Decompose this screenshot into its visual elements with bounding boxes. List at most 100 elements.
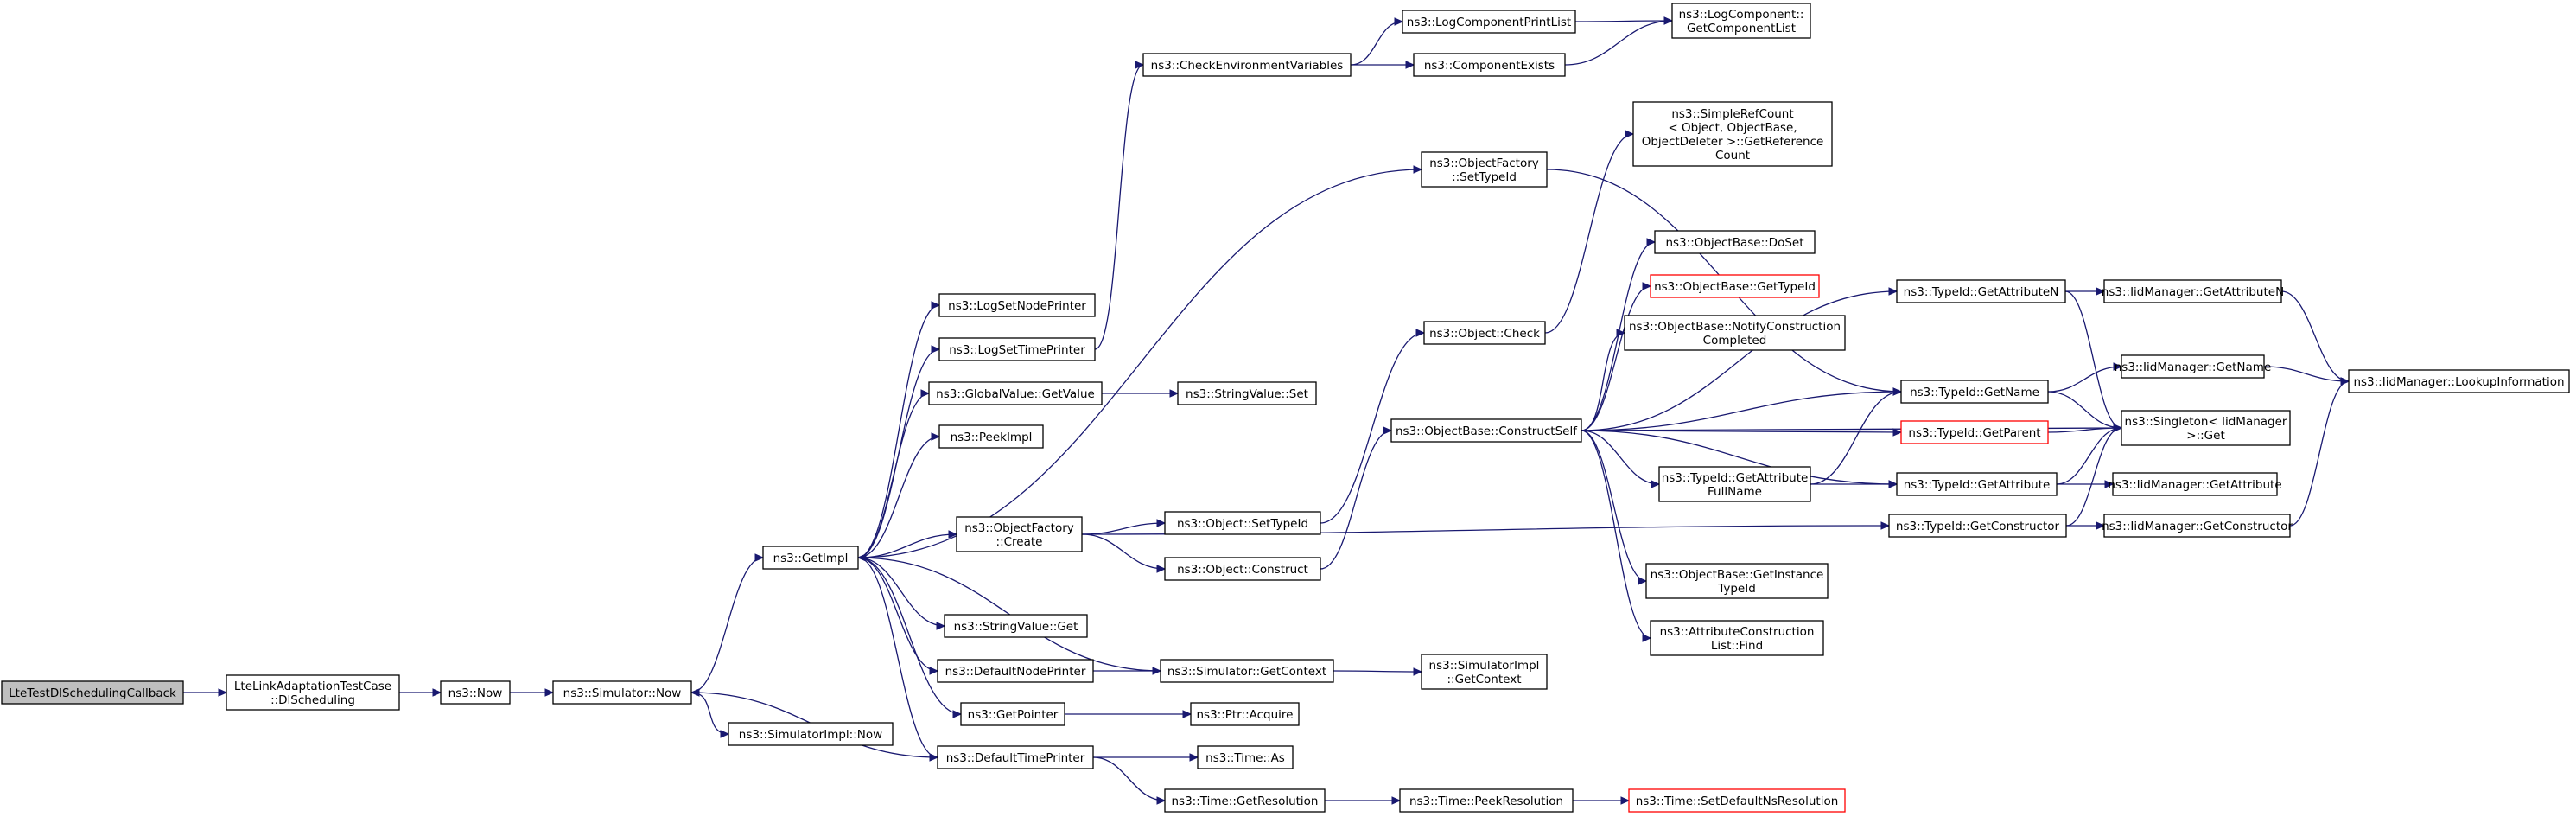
arrowhead-n_obconstructself-to-n_obgettid <box>1642 282 1652 290</box>
node-timegetres[interactable]: ns3::Time::GetResolution <box>1164 788 1326 813</box>
node-timeas[interactable]: ns3::Time::As <box>1197 745 1294 769</box>
node-objcheck[interactable]: ns3::Object::Check <box>1423 321 1546 345</box>
node-objsettid[interactable]: ns3::Object::SetTypeId <box>1164 511 1321 535</box>
node-obnotify[interactable]: ns3::ObjectBase::NotifyConstructionCompl… <box>1624 315 1846 351</box>
node-box <box>944 614 1088 638</box>
arrowhead-n_tidgetctor-to-n_singleton <box>2113 424 2123 432</box>
node-timepeekres[interactable]: ns3::Time::PeekResolution <box>1399 788 1574 813</box>
arrowhead-n_iidgetctor-to-n_iidlookup <box>2340 377 2350 386</box>
node-lcgetlist[interactable]: ns3::LogComponent::GetComponentList <box>1671 3 1811 39</box>
edge-n_obconstructself-to-n_tidgetattr <box>1581 430 1898 485</box>
node-box <box>1624 315 1846 351</box>
node-box <box>1421 654 1548 690</box>
node-box <box>2103 279 2282 303</box>
node-box <box>1399 788 1574 813</box>
node-label: ns3::LogSetNodePrinter <box>948 299 1086 313</box>
node-svget[interactable]: ns3::StringValue::Get <box>944 614 1088 638</box>
node-defnode[interactable]: ns3::DefaultNodePrinter <box>937 659 1094 683</box>
node-tidgetctor[interactable]: ns3::TypeId::GetConstructor <box>1888 514 2067 538</box>
edge-n_obconstructself-to-n_obgetinst <box>1581 430 1647 582</box>
node-obgettid[interactable]: ns3::ObjectBase::GetTypeId <box>1650 274 1820 298</box>
edge-n_logtime-to-n_checkenv <box>1094 64 1144 350</box>
edge-n_checkenv-to-n_lcprint <box>1350 21 1403 66</box>
node-label: ns3::IidManager::GetAttributeN <box>2102 285 2284 299</box>
node-ofcreate[interactable]: ns3::ObjectFactory::Create <box>956 516 1083 552</box>
node-box <box>1164 557 1321 581</box>
node-timesetdef[interactable]: ns3::Time::SetDefaultNsResolution <box>1628 788 1846 813</box>
node-iidgetname[interactable]: ns3::IidManager::GetName <box>2115 354 2272 379</box>
node-box <box>1896 279 2066 303</box>
node-tidgetname[interactable]: ns3::TypeId::GetName <box>1900 380 2049 404</box>
node-deftime[interactable]: ns3::DefaultTimePrinter <box>937 745 1094 769</box>
node-getptr[interactable]: ns3::GetPointer <box>960 702 1065 726</box>
node-ltedl[interactable]: LteLinkAdaptationTestCase::DlScheduling <box>226 674 400 711</box>
node-label: ns3::ObjectBase::GetInstance <box>1651 568 1824 582</box>
node-box <box>937 745 1094 769</box>
node-iidgetattr[interactable]: ns3::IidManager::GetAttribute <box>2108 472 2282 496</box>
node-now[interactable]: ns3::Now <box>440 680 511 705</box>
node-objconstruct[interactable]: ns3::Object::Construct <box>1164 557 1321 581</box>
edge-n_obconstructself-to-n_obgettid <box>1581 285 1651 431</box>
node-checkenv[interactable]: ns3::CheckEnvironmentVariables <box>1142 53 1352 77</box>
node-label: ns3::TypeId::GetAttribute <box>1904 478 2051 492</box>
node-tidgetattrn[interactable]: ns3::TypeId::GetAttributeN <box>1896 279 2066 303</box>
arrowhead-n_timegetres-to-n_timepeekres <box>1391 796 1402 805</box>
node-label: ns3::Simulator::GetContext <box>1167 665 1326 679</box>
node-obconstructself[interactable]: ns3::ObjectBase::ConstructSelf <box>1390 418 1582 443</box>
node-root[interactable]: LteTestDlSchedulingCallback <box>1 680 184 705</box>
arrowhead-n_getptr-to-n_ptracq <box>1182 710 1193 718</box>
node-gvget[interactable]: ns3::GlobalValue::GetValue <box>928 381 1103 405</box>
edge-n_tidgetattrfull-to-n_tidgetname <box>1810 391 1902 485</box>
node-ofsettid[interactable]: ns3::ObjectFactory::SetTypeId <box>1421 151 1548 188</box>
node-iidgetctor[interactable]: ns3::IidManager::GetConstructor <box>2102 514 2293 538</box>
node-label: ::SetTypeId <box>1452 170 1517 184</box>
node-compexists[interactable]: ns3::ComponentExists <box>1413 53 1566 77</box>
arrowhead-n_obconstructself-to-n_tidgetattrn <box>1888 287 1899 296</box>
node-label: ns3::ComponentExists <box>1424 59 1555 73</box>
node-box <box>1413 53 1566 77</box>
node-iidgetattrn[interactable]: ns3::IidManager::GetAttributeN <box>2102 279 2284 303</box>
node-box <box>1160 659 1334 683</box>
node-label: ns3::GetImpl <box>773 552 849 565</box>
node-ptracq[interactable]: ns3::Ptr::Acquire <box>1190 702 1300 726</box>
node-peek[interactable]: ns3::PeekImpl <box>938 424 1044 449</box>
node-tidgetparent[interactable]: ns3::TypeId::GetParent <box>1900 420 2049 444</box>
edge-n_simgetctx-to-n_simimplgetctx <box>1333 670 1422 673</box>
node-box <box>1650 620 1824 656</box>
node-box <box>1421 151 1548 188</box>
node-box <box>938 424 1044 449</box>
node-label: ns3::TypeId::GetAttribute <box>1662 471 1809 485</box>
node-label: ns3::LogSetTimePrinter <box>949 343 1085 357</box>
node-lcprint[interactable]: ns3::LogComponentPrintList <box>1402 10 1576 34</box>
node-getimpl[interactable]: ns3::GetImpl <box>762 546 859 570</box>
node-box <box>1671 3 1811 39</box>
node-label: ns3::TypeId::GetName <box>1910 386 2039 399</box>
node-box <box>2348 369 2570 393</box>
node-lognode[interactable]: ns3::LogSetNodePrinter <box>938 293 1096 317</box>
arrowhead-n_tidgetattrfull-to-n_tidgetname <box>1892 387 1903 396</box>
node-srcgetref[interactable]: ns3::SimpleRefCount< Object, ObjectBase,… <box>1632 101 1833 167</box>
node-box <box>960 702 1065 726</box>
node-simnow[interactable]: ns3::Simulator::Now <box>552 680 692 705</box>
node-singleton[interactable]: ns3::Singleton< IidManager >::Get <box>2121 410 2291 446</box>
arrowhead-n_obconstructself-to-n_obgetinst <box>1638 577 1648 585</box>
node-label: ns3::Ptr::Acquire <box>1197 708 1294 722</box>
node-label: ns3::StringValue::Get <box>954 620 1078 634</box>
edge-n_objconstruct-to-n_obconstructself <box>1320 430 1392 570</box>
node-label: ns3::GlobalValue::GetValue <box>936 387 1095 401</box>
node-svset[interactable]: ns3::StringValue::Set <box>1177 381 1317 405</box>
node-simimplnow[interactable]: ns3::SimulatorImpl::Now <box>728 722 894 746</box>
node-label: ::DlScheduling <box>270 693 355 707</box>
node-logtime[interactable]: ns3::LogSetTimePrinter <box>938 337 1096 361</box>
node-iidlookup[interactable]: ns3::IidManager::LookupInformation <box>2348 369 2570 393</box>
node-simgetctx[interactable]: ns3::Simulator::GetContext <box>1160 659 1334 683</box>
node-obdoset[interactable]: ns3::ObjectBase::DoSet <box>1654 230 1816 254</box>
node-box <box>1177 381 1317 405</box>
arrowhead-n_getimpl-to-n_lognode <box>931 301 941 310</box>
node-tidgetattr[interactable]: ns3::TypeId::GetAttribute <box>1896 472 2058 496</box>
node-simimplgetctx[interactable]: ns3::SimulatorImpl::GetContext <box>1421 654 1548 690</box>
node-label: ns3::ObjectBase::ConstructSelf <box>1396 424 1578 438</box>
